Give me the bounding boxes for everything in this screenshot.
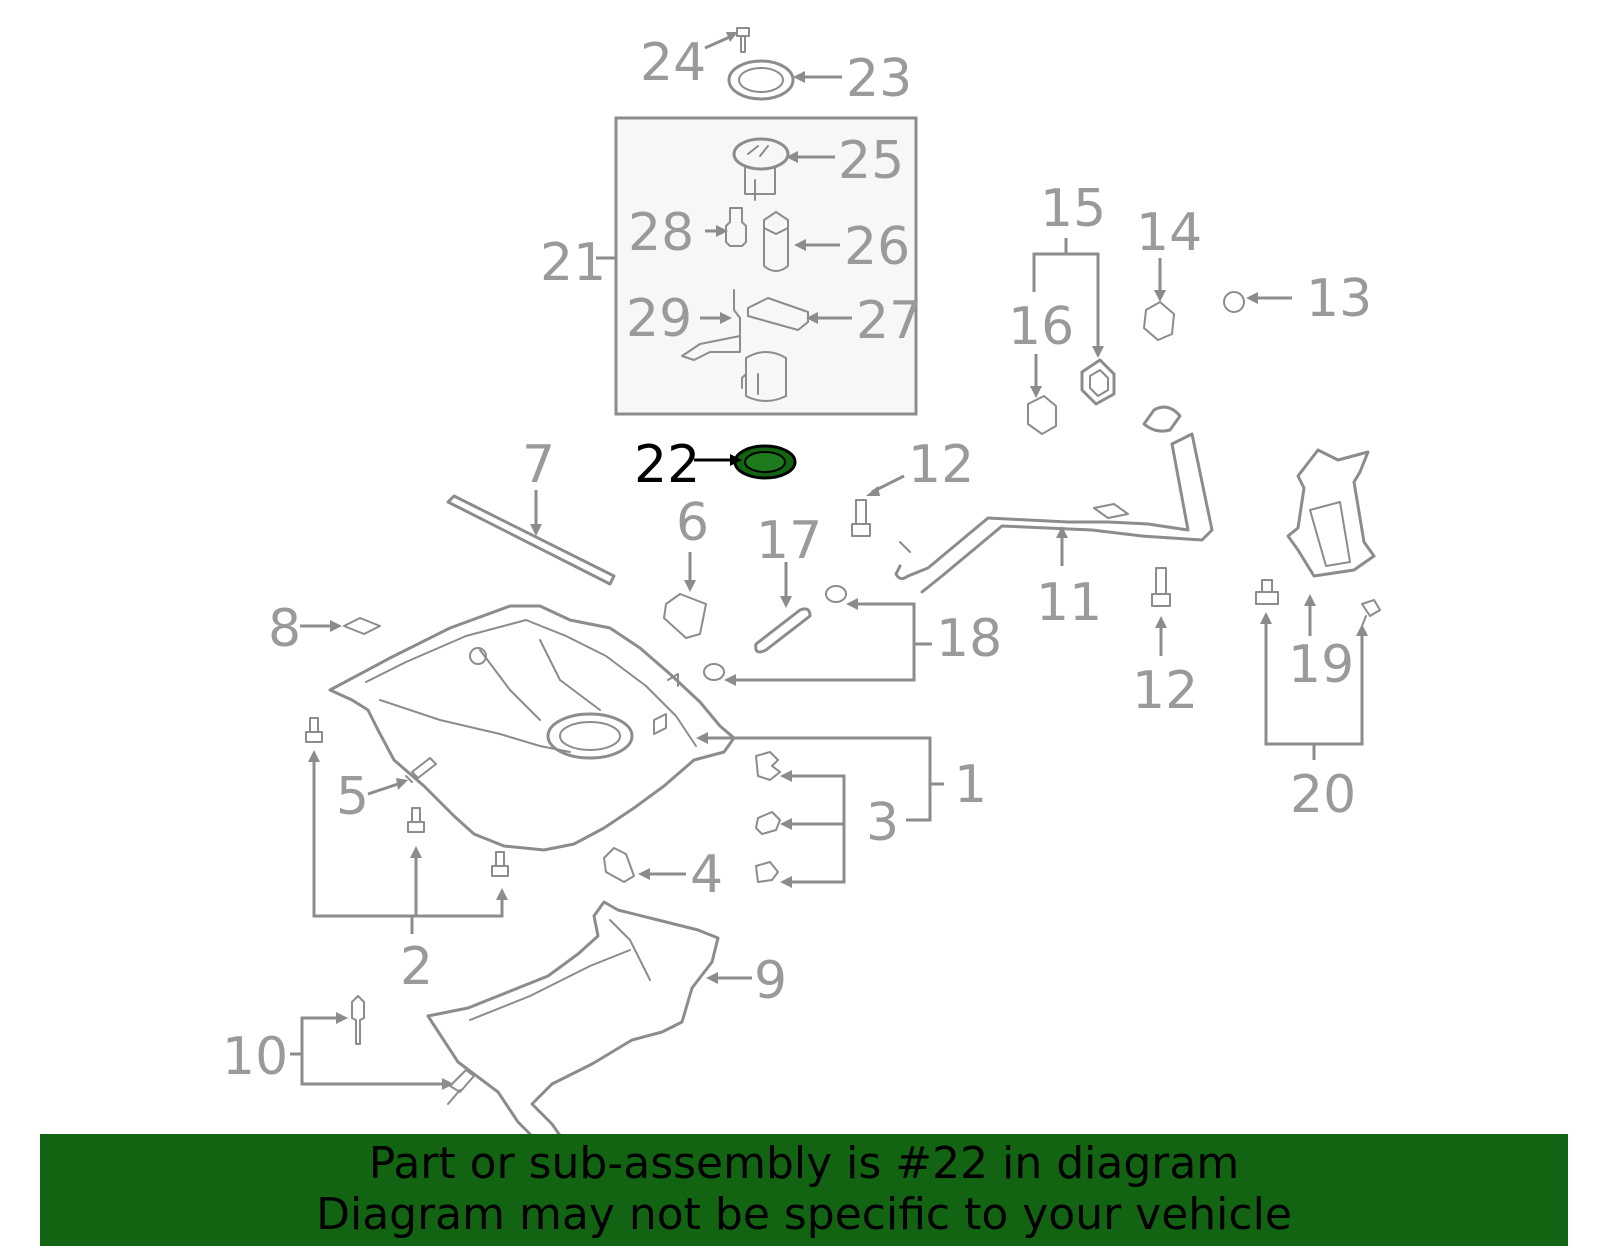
part-22-gasket-highlighted[interactable]	[694, 444, 797, 480]
callout-27: 27	[856, 291, 922, 351]
part-1-fuel-tank[interactable]	[328, 604, 944, 852]
part-5-bolt[interactable]	[367, 757, 437, 796]
part-12-bolt-upper[interactable]	[851, 474, 905, 537]
callout-13: 13	[1306, 269, 1372, 329]
part-13-clip[interactable]	[1223, 291, 1292, 313]
callout-22: 22	[634, 435, 700, 495]
part-18-clamps[interactable]	[703, 585, 932, 686]
callout-21: 21	[540, 233, 606, 293]
callout-16: 16	[1008, 297, 1074, 357]
callout-10: 10	[222, 1027, 288, 1087]
callout-6: 6	[676, 493, 709, 553]
part-28-regulator[interactable]	[705, 207, 747, 247]
part-3-brackets[interactable]	[755, 751, 846, 888]
part-29-level-sender[interactable]	[681, 289, 741, 361]
callout-15: 15	[1040, 179, 1106, 239]
callout-26: 26	[844, 217, 910, 277]
callout-11: 11	[1036, 573, 1102, 633]
callout-14: 14	[1136, 203, 1202, 263]
callout-12-lower: 12	[1132, 661, 1198, 721]
callout-9: 9	[754, 951, 787, 1011]
callout-29: 29	[626, 289, 692, 349]
part-11-filler-pipe[interactable]	[894, 405, 1214, 594]
callout-5: 5	[336, 767, 369, 827]
banner-line-disclaimer: Diagram may not be specific to your vehi…	[316, 1189, 1292, 1240]
part-27-bracket[interactable]	[747, 297, 852, 331]
part-23-ring[interactable]	[727, 59, 842, 101]
part-15-bracket-lines[interactable]	[1032, 238, 1104, 358]
part-25-pump-flange[interactable]	[732, 137, 835, 201]
banner-line-part-number: Part or sub-assembly is #22 in diagram	[368, 1138, 1240, 1189]
callout-25: 25	[838, 131, 904, 191]
part-20-bolts[interactable]	[1255, 579, 1381, 760]
callout-4: 4	[690, 845, 723, 905]
callout-23: 23	[846, 49, 912, 109]
part-16-cap[interactable]	[1027, 354, 1057, 435]
part-9-under-cover[interactable]	[426, 900, 752, 1160]
callout-24: 24	[640, 33, 706, 93]
callout-2: 2	[400, 937, 433, 997]
part-12-bolt-lower[interactable]	[1151, 567, 1171, 656]
callout-19: 19	[1288, 635, 1354, 695]
part-7-strip[interactable]	[446, 490, 616, 586]
part-24-screw[interactable]	[704, 27, 750, 53]
part-info-banner: Part or sub-assembly is #22 in diagram D…	[40, 1134, 1568, 1246]
part-14-cap[interactable]	[1143, 258, 1175, 341]
part-2-bolts[interactable]	[305, 717, 509, 934]
part-19-heat-shield[interactable]	[1286, 448, 1376, 636]
callout-17: 17	[756, 511, 822, 571]
callout-7: 7	[522, 435, 555, 495]
part-15-seal[interactable]	[1080, 358, 1116, 406]
part-6-bracket[interactable]	[663, 552, 707, 639]
part-10-clips[interactable]	[290, 995, 475, 1105]
callout-12-upper: 12	[908, 435, 974, 495]
callout-1: 1	[954, 755, 987, 815]
callout-20: 20	[1290, 765, 1356, 825]
part-4-bracket[interactable]	[603, 847, 686, 883]
part-26-filter[interactable]	[763, 211, 840, 272]
callout-28: 28	[628, 203, 694, 263]
part-17-hose[interactable]	[754, 562, 812, 654]
callout-3: 3	[866, 793, 899, 853]
callout-18: 18	[936, 609, 1002, 669]
part-8-pad[interactable]	[300, 617, 381, 635]
part-reservoir[interactable]	[741, 351, 787, 402]
callout-8: 8	[268, 599, 301, 659]
